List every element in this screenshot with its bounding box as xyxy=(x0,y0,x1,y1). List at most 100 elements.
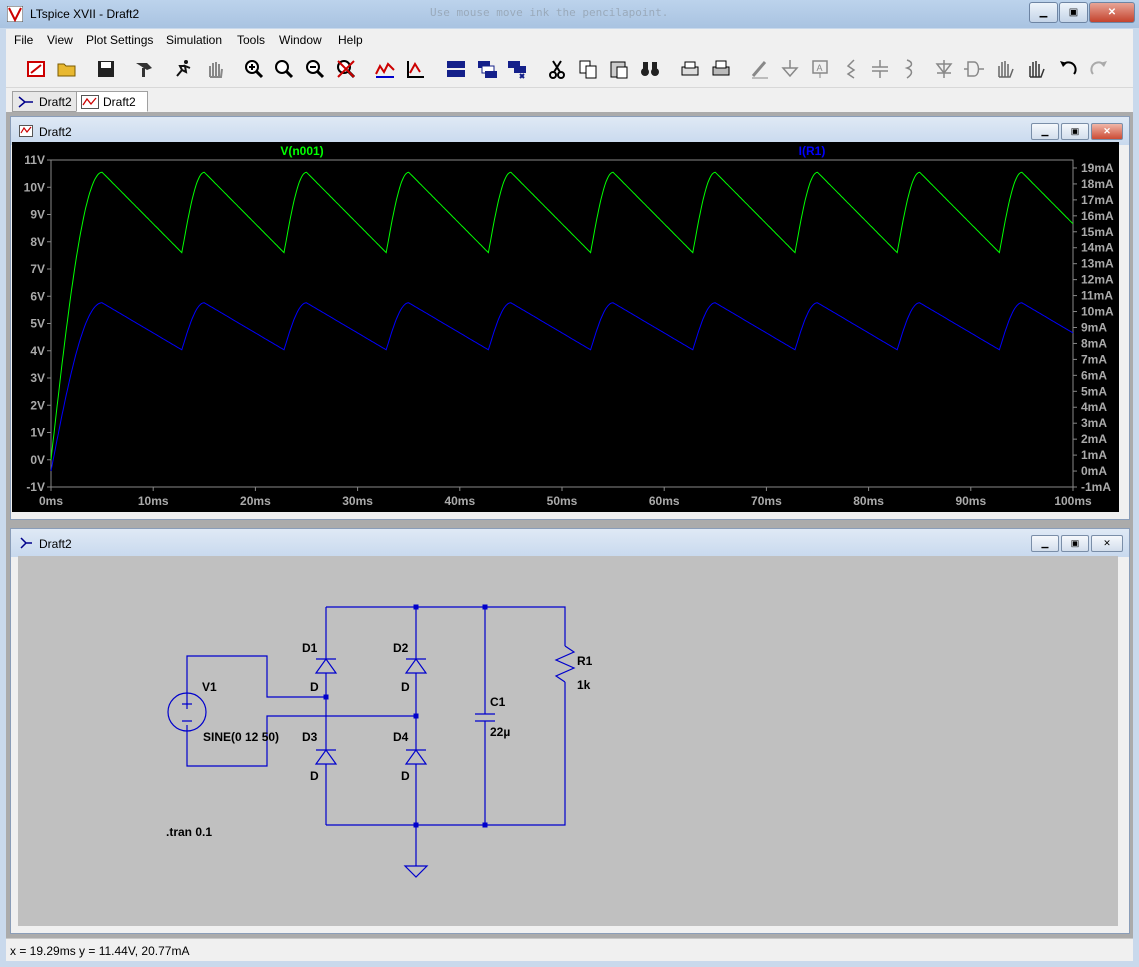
y-right-tick-label: -1mA xyxy=(1081,480,1111,494)
trace-label-v-n001[interactable]: V(n001) xyxy=(280,144,323,158)
voltage-source-v1-symbol[interactable] xyxy=(167,692,207,732)
find-button[interactable] xyxy=(638,57,662,81)
circuit-diagram[interactable]: V1 SINE(0 12 50) D1 D D2 D D3 D D4 D C1 … xyxy=(18,556,1118,926)
capacitor-button[interactable] xyxy=(868,57,892,81)
run-button[interactable] xyxy=(172,57,196,81)
capacitor-c1-value-label[interactable]: 22µ xyxy=(490,725,510,739)
close-button[interactable]: ✕ xyxy=(1089,2,1135,23)
menu-window[interactable]: Window xyxy=(279,33,322,47)
autorange-button[interactable] xyxy=(373,57,397,81)
move-button[interactable] xyxy=(992,57,1016,81)
source-value-label[interactable]: SINE(0 12 50) xyxy=(203,730,279,744)
menu-view[interactable]: View xyxy=(47,33,73,47)
copy-button[interactable] xyxy=(576,57,600,81)
y-left-tick-label: 0V xyxy=(30,453,45,467)
wire[interactable] xyxy=(186,655,326,699)
resistor-r1-label[interactable]: R1 xyxy=(577,654,593,668)
paste-button[interactable] xyxy=(607,57,631,81)
ground-symbol[interactable] xyxy=(403,865,429,878)
schematic-close-button[interactable]: ✕ xyxy=(1091,535,1123,552)
draw-wire-button[interactable] xyxy=(748,57,772,81)
tile-vertical-button[interactable] xyxy=(475,57,499,81)
waveform-chart[interactable]: -1V0V1V2V3V4V5V6V7V8V9V10V11V-1mA0mA1mA2… xyxy=(12,142,1119,512)
component-button[interactable] xyxy=(962,57,986,81)
diode-d3-symbol[interactable] xyxy=(314,736,338,765)
plot-restore-button[interactable]: ▣ xyxy=(1061,123,1089,140)
diode-d4-label[interactable]: D4 xyxy=(393,730,409,744)
wire[interactable] xyxy=(326,606,566,646)
plot-minimize-button[interactable]: ▁ xyxy=(1031,123,1059,140)
save-button[interactable] xyxy=(94,57,118,81)
ground-button[interactable] xyxy=(778,57,802,81)
schematic-restore-button[interactable]: ▣ xyxy=(1061,535,1089,552)
control-panel-button[interactable] xyxy=(132,57,156,81)
resistor-button[interactable] xyxy=(839,57,863,81)
restore-icon: ▣ xyxy=(1070,126,1080,136)
menu-plot-settings[interactable]: Plot Settings xyxy=(86,33,154,47)
undo-button[interactable] xyxy=(1056,57,1080,81)
print-button[interactable] xyxy=(709,57,733,81)
drag-button[interactable] xyxy=(1023,57,1047,81)
label-net-button[interactable]: A xyxy=(808,57,832,81)
menu-tools[interactable]: Tools xyxy=(237,33,266,47)
resistor-r1-value-label[interactable]: 1k xyxy=(577,678,591,692)
junction xyxy=(482,604,488,610)
trace-label-i-r1[interactable]: I(R1) xyxy=(799,144,826,158)
menu-help[interactable]: Help xyxy=(338,33,363,47)
schematic-canvas[interactable]: V1 SINE(0 12 50) D1 D D2 D D3 D D4 D C1 … xyxy=(18,556,1118,926)
diode-button[interactable] xyxy=(932,57,956,81)
close-icon: ✕ xyxy=(1107,7,1117,18)
plot-window-title: Draft2 xyxy=(39,125,72,139)
plot-window-titlebar[interactable]: Draft2 ▁ ▣ ✕ xyxy=(11,117,1129,145)
diode-d1-model-label[interactable]: D xyxy=(310,680,319,694)
schematic-minimize-button[interactable]: ▁ xyxy=(1031,535,1059,552)
redo-button[interactable] xyxy=(1087,57,1111,81)
diode-d3-label[interactable]: D3 xyxy=(302,730,318,744)
trace-v-n001[interactable] xyxy=(50,171,1074,460)
pick-visible-traces-button[interactable] xyxy=(404,57,428,81)
source-name-label[interactable]: V1 xyxy=(202,680,217,694)
zoom-back-button[interactable] xyxy=(303,57,327,81)
diode-d1-label[interactable]: D1 xyxy=(302,641,318,655)
diode-d2-symbol[interactable] xyxy=(404,657,428,674)
open-button[interactable] xyxy=(55,57,79,81)
y-right-tick-label: 17mA xyxy=(1081,193,1114,207)
zoom-out-button[interactable] xyxy=(272,57,296,81)
new-schematic-button[interactable] xyxy=(24,57,48,81)
spice-directive[interactable]: .tran 0.1 xyxy=(166,825,212,839)
status-bar: x = 19.29ms y = 11.44V, 20.77mA xyxy=(6,938,1133,961)
diode-d4-model-label[interactable]: D xyxy=(401,769,410,783)
tab-waveform-draft2[interactable]: Draft2 xyxy=(76,91,148,112)
print-setup-button[interactable] xyxy=(678,57,702,81)
halt-button[interactable] xyxy=(203,57,227,81)
run-icon xyxy=(176,60,191,77)
wire[interactable] xyxy=(186,715,416,767)
inductor-button[interactable] xyxy=(898,57,922,81)
diode-d1-symbol[interactable] xyxy=(314,657,338,674)
cut-button[interactable] xyxy=(545,57,569,81)
diode-d3-model-label[interactable]: D xyxy=(310,769,319,783)
plot-close-button[interactable]: ✕ xyxy=(1091,123,1123,140)
tab-schematic-draft2[interactable]: Draft2 xyxy=(12,91,82,112)
zoom-in-button[interactable] xyxy=(242,57,266,81)
y-left-tick-label: 11V xyxy=(24,153,45,167)
capacitor-c1-symbol[interactable] xyxy=(475,713,495,722)
maximize-icon: ▣ xyxy=(1068,7,1079,18)
diode-d4-symbol[interactable] xyxy=(404,736,428,765)
menu-simulation[interactable]: Simulation xyxy=(166,33,223,47)
tile-horizontal-button[interactable] xyxy=(444,57,468,81)
cascade-button[interactable] xyxy=(505,57,529,81)
maximize-button[interactable]: ▣ xyxy=(1059,2,1088,23)
minimize-button[interactable]: ▁ xyxy=(1029,2,1058,23)
resistor-r1-symbol[interactable] xyxy=(554,645,576,683)
trace-i-r1[interactable] xyxy=(50,302,1074,472)
schematic-window-titlebar[interactable]: Draft2 ▁ ▣ ✕ xyxy=(11,529,1129,557)
diode-d2-label[interactable]: D2 xyxy=(393,641,409,655)
capacitor-c1-label[interactable]: C1 xyxy=(490,695,506,709)
zoom-fit-button[interactable] xyxy=(334,57,358,81)
menu-file[interactable]: File xyxy=(14,33,34,47)
capacitor-icon xyxy=(872,60,888,78)
wire[interactable] xyxy=(326,682,566,826)
diode-d2-model-label[interactable]: D xyxy=(401,680,410,694)
